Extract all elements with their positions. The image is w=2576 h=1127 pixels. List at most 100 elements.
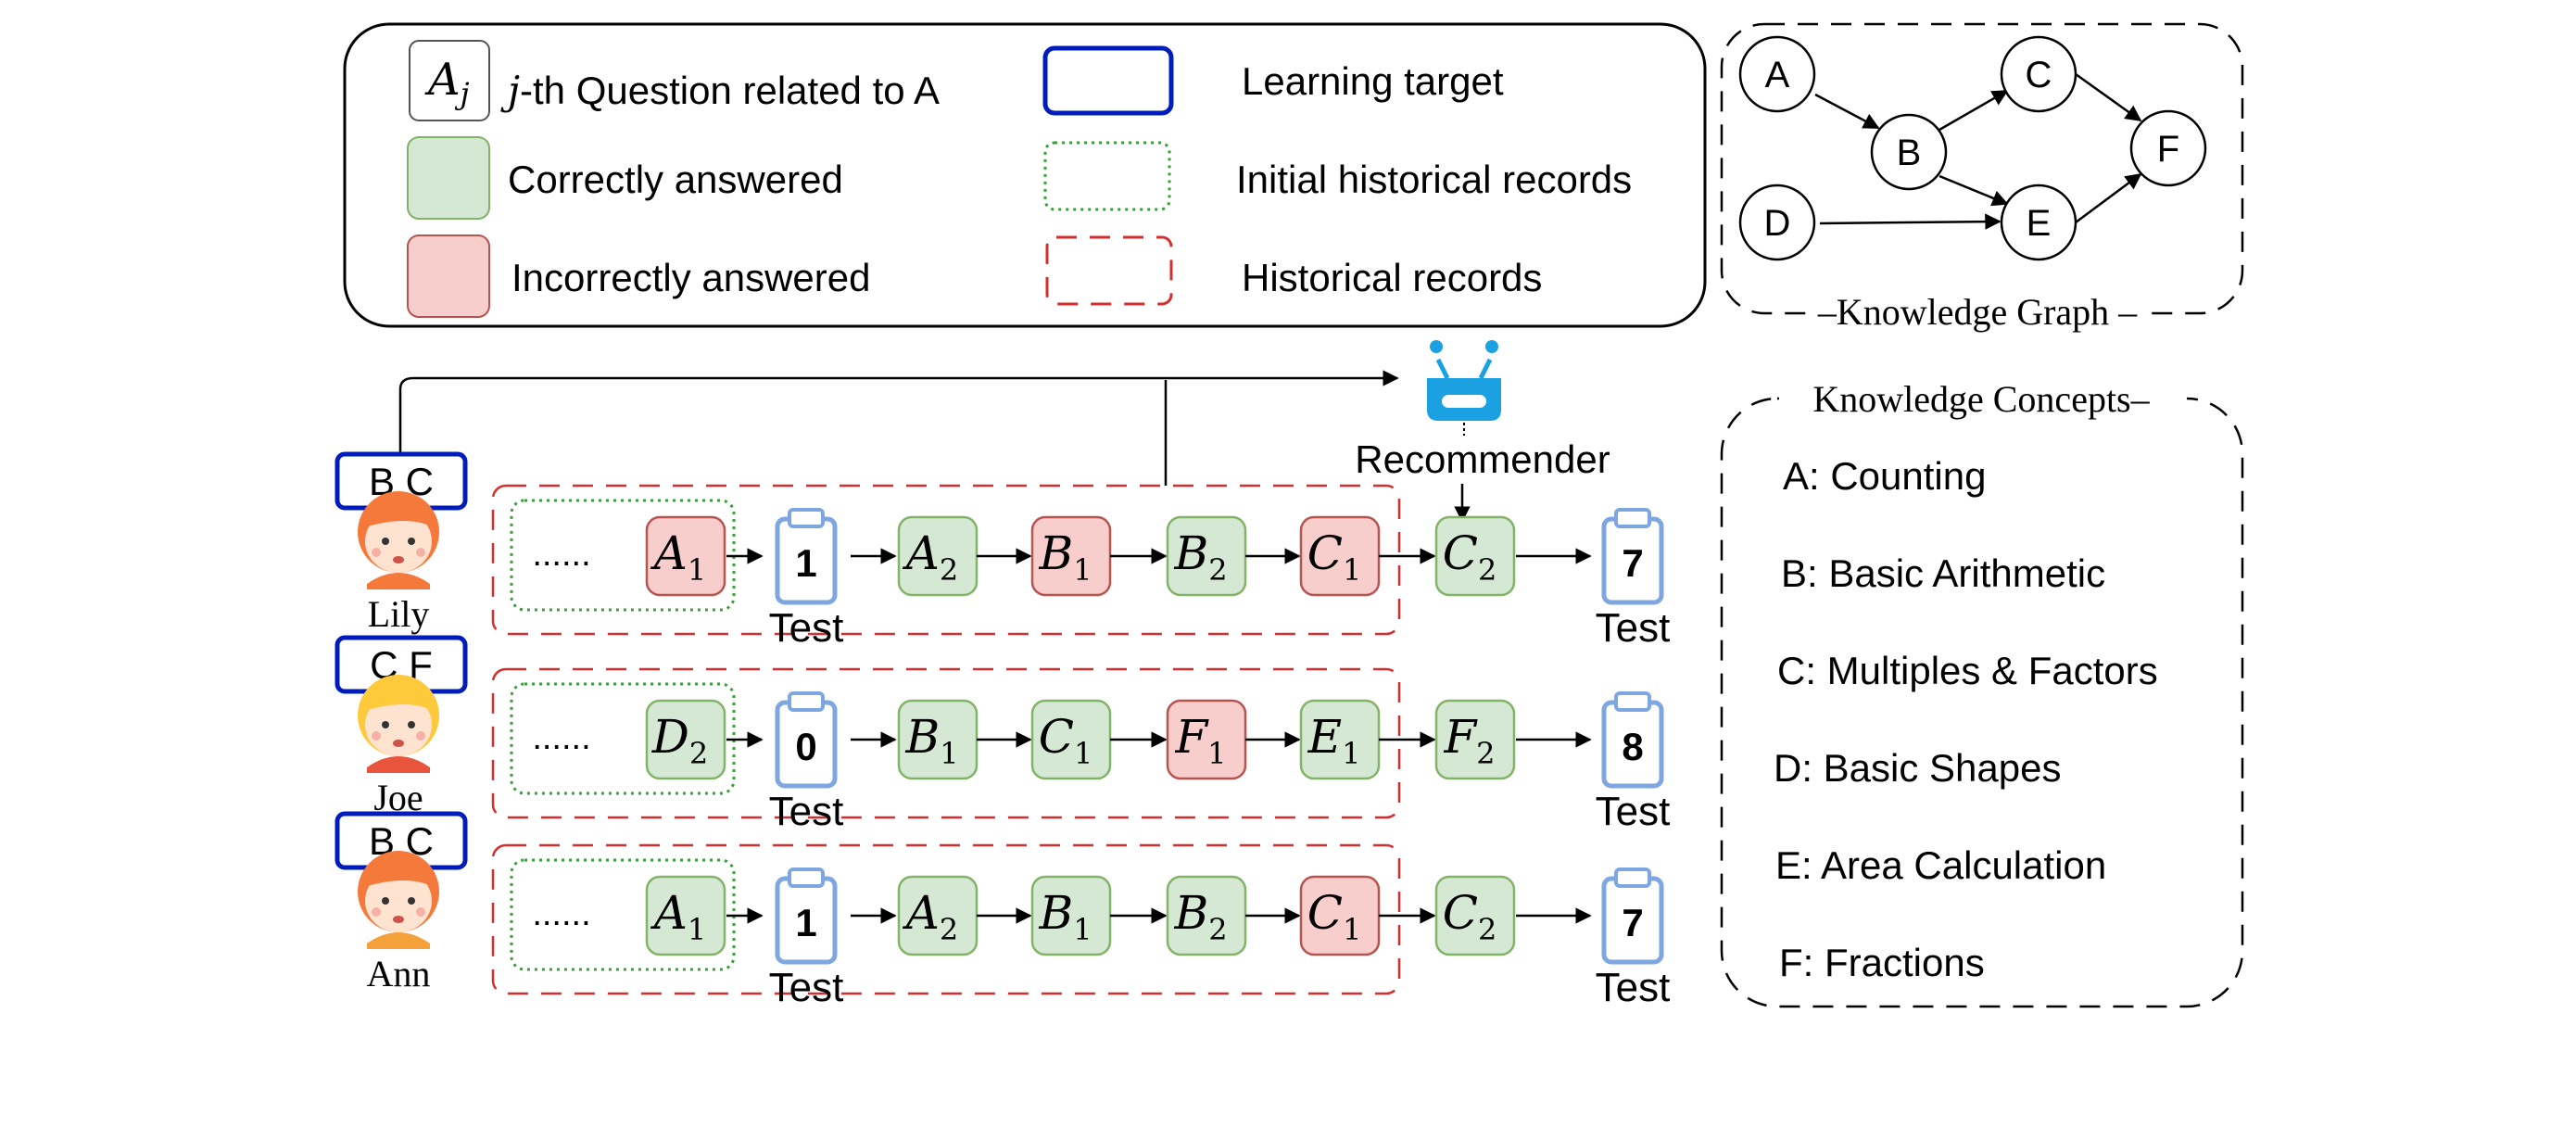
kg-node-c: C bbox=[2000, 35, 2077, 113]
history-question: C1 bbox=[1030, 699, 1112, 780]
knowledge-concepts-title: Knowledge Concepts– bbox=[1812, 378, 2150, 420]
history-question: B2 bbox=[1166, 515, 1247, 597]
legend-incorrect-swatch bbox=[407, 234, 490, 318]
ellipsis-dots: ...... bbox=[532, 535, 590, 574]
recommender-label: Recommender bbox=[1355, 437, 1610, 481]
knowledge-concepts-list: A: Counting B: Basic Arithmetic C: Multipl… bbox=[1774, 454, 2158, 984]
concept-item: F: Fractions bbox=[1779, 941, 1985, 984]
recommended-question: C2 bbox=[1434, 515, 1516, 597]
initial-question: A1 bbox=[645, 875, 726, 956]
test-score: 8 bbox=[1622, 725, 1643, 768]
test-score: 1 bbox=[795, 901, 816, 944]
kg-node-label: F bbox=[2157, 129, 2179, 170]
history-question: C1 bbox=[1299, 875, 1381, 956]
history-question: B2 bbox=[1166, 875, 1247, 956]
test-label: Test bbox=[769, 789, 844, 834]
legend: Aj j-th Question related to A Correctly … bbox=[343, 22, 1707, 328]
student-name: Ann bbox=[367, 953, 431, 994]
initial-question: A1 bbox=[645, 515, 726, 597]
legend-target-swatch bbox=[1042, 45, 1174, 116]
test-label: Test bbox=[769, 965, 844, 1010]
knowledge-concepts: Knowledge Concepts– A: Counting B: Basic … bbox=[1720, 378, 2244, 1008]
legend-question-text: j-th Question related to A bbox=[500, 68, 940, 113]
test-label: Test bbox=[769, 605, 844, 651]
kg-node-label: D bbox=[1764, 203, 1791, 244]
legend-correct-swatch bbox=[407, 136, 490, 220]
knowledge-graph: –Knowledge Graph – A B C D E F bbox=[1720, 22, 2244, 333]
test-score: 1 bbox=[795, 541, 816, 585]
question-label: F2 bbox=[1443, 710, 1495, 771]
history-question: B1 bbox=[897, 699, 979, 780]
legend-incorrect-label: Incorrectly answered bbox=[511, 256, 871, 299]
kg-node-a: A bbox=[1738, 35, 1816, 113]
edge-a-b bbox=[1814, 93, 1880, 130]
recommended-question: C2 bbox=[1434, 875, 1516, 956]
test-score: 7 bbox=[1622, 901, 1643, 944]
edge-c-f bbox=[2075, 72, 2142, 122]
concept-item: C: Multiples & Factors bbox=[1777, 649, 2158, 692]
legend-historical-label: Historical records bbox=[1242, 256, 1542, 299]
edge-e-f bbox=[2075, 172, 2142, 224]
history-question: C1 bbox=[1299, 515, 1381, 597]
kg-node-f: F bbox=[2129, 109, 2207, 187]
student-avatar bbox=[358, 851, 439, 949]
initial-question: D2 bbox=[645, 699, 726, 780]
legend-initial-swatch bbox=[1043, 141, 1171, 211]
kg-node-d: D bbox=[1738, 184, 1816, 261]
ellipsis-dots: ...... bbox=[532, 894, 590, 933]
knowledge-graph-title: –Knowledge Graph – bbox=[1817, 291, 2138, 333]
student-avatar bbox=[358, 675, 439, 773]
learning-target: B C bbox=[335, 811, 468, 870]
initial-records-frame bbox=[510, 682, 736, 795]
legend-historical-swatch bbox=[1045, 235, 1173, 306]
recommender-input-arrow bbox=[398, 370, 1399, 390]
edge-d-e bbox=[1819, 213, 2001, 230]
kg-node-b: B bbox=[1870, 113, 1948, 191]
test-label: Test bbox=[1596, 605, 1671, 651]
kg-node-e: E bbox=[2000, 184, 2077, 261]
test-score: 0 bbox=[795, 725, 816, 768]
legend-question-swatch bbox=[409, 40, 490, 121]
knowledge-graph-edges bbox=[1814, 72, 2142, 230]
kg-node-label: E bbox=[2027, 203, 2052, 244]
edge-b-c bbox=[1938, 89, 2009, 132]
legend-initial-label: Initial historical records bbox=[1236, 158, 1632, 201]
history-question: B1 bbox=[1030, 515, 1112, 597]
ellipsis-dots: ...... bbox=[532, 718, 590, 757]
knowledge-graph-frame bbox=[1720, 22, 2244, 315]
legend-target-label: Learning target bbox=[1242, 59, 1504, 103]
history-question: B1 bbox=[1030, 875, 1112, 956]
concept-item: B: Basic Arithmetic bbox=[1781, 551, 2105, 595]
recommender: Recommender bbox=[398, 340, 1610, 523]
legend-question-symbol: Aj bbox=[424, 54, 470, 111]
kg-node-label: C bbox=[2026, 55, 2052, 95]
initial-records-frame bbox=[510, 499, 736, 612]
test-score: 7 bbox=[1622, 541, 1643, 585]
recommended-question: F2 bbox=[1434, 699, 1516, 780]
knowledge-graph-nodes: A B C D E F bbox=[1738, 35, 2207, 261]
initial-records-frame bbox=[510, 858, 736, 971]
history-question: E1 bbox=[1299, 699, 1381, 780]
historical-records-frame bbox=[491, 667, 1401, 819]
history-question: F1 bbox=[1166, 699, 1247, 780]
student-avatar bbox=[358, 491, 439, 589]
student-name: Lily bbox=[368, 593, 430, 635]
concept-item: A: Counting bbox=[1783, 454, 1986, 498]
robot-icon bbox=[1427, 340, 1501, 436]
legend-frame bbox=[343, 22, 1707, 328]
kg-node-label: B bbox=[1897, 133, 1922, 173]
legend-correct-label: Correctly answered bbox=[508, 158, 843, 201]
kg-node-label: A bbox=[1765, 55, 1790, 95]
history-question: A2 bbox=[897, 515, 979, 597]
edge-b-e bbox=[1938, 174, 2009, 207]
test-label: Test bbox=[1596, 965, 1671, 1010]
